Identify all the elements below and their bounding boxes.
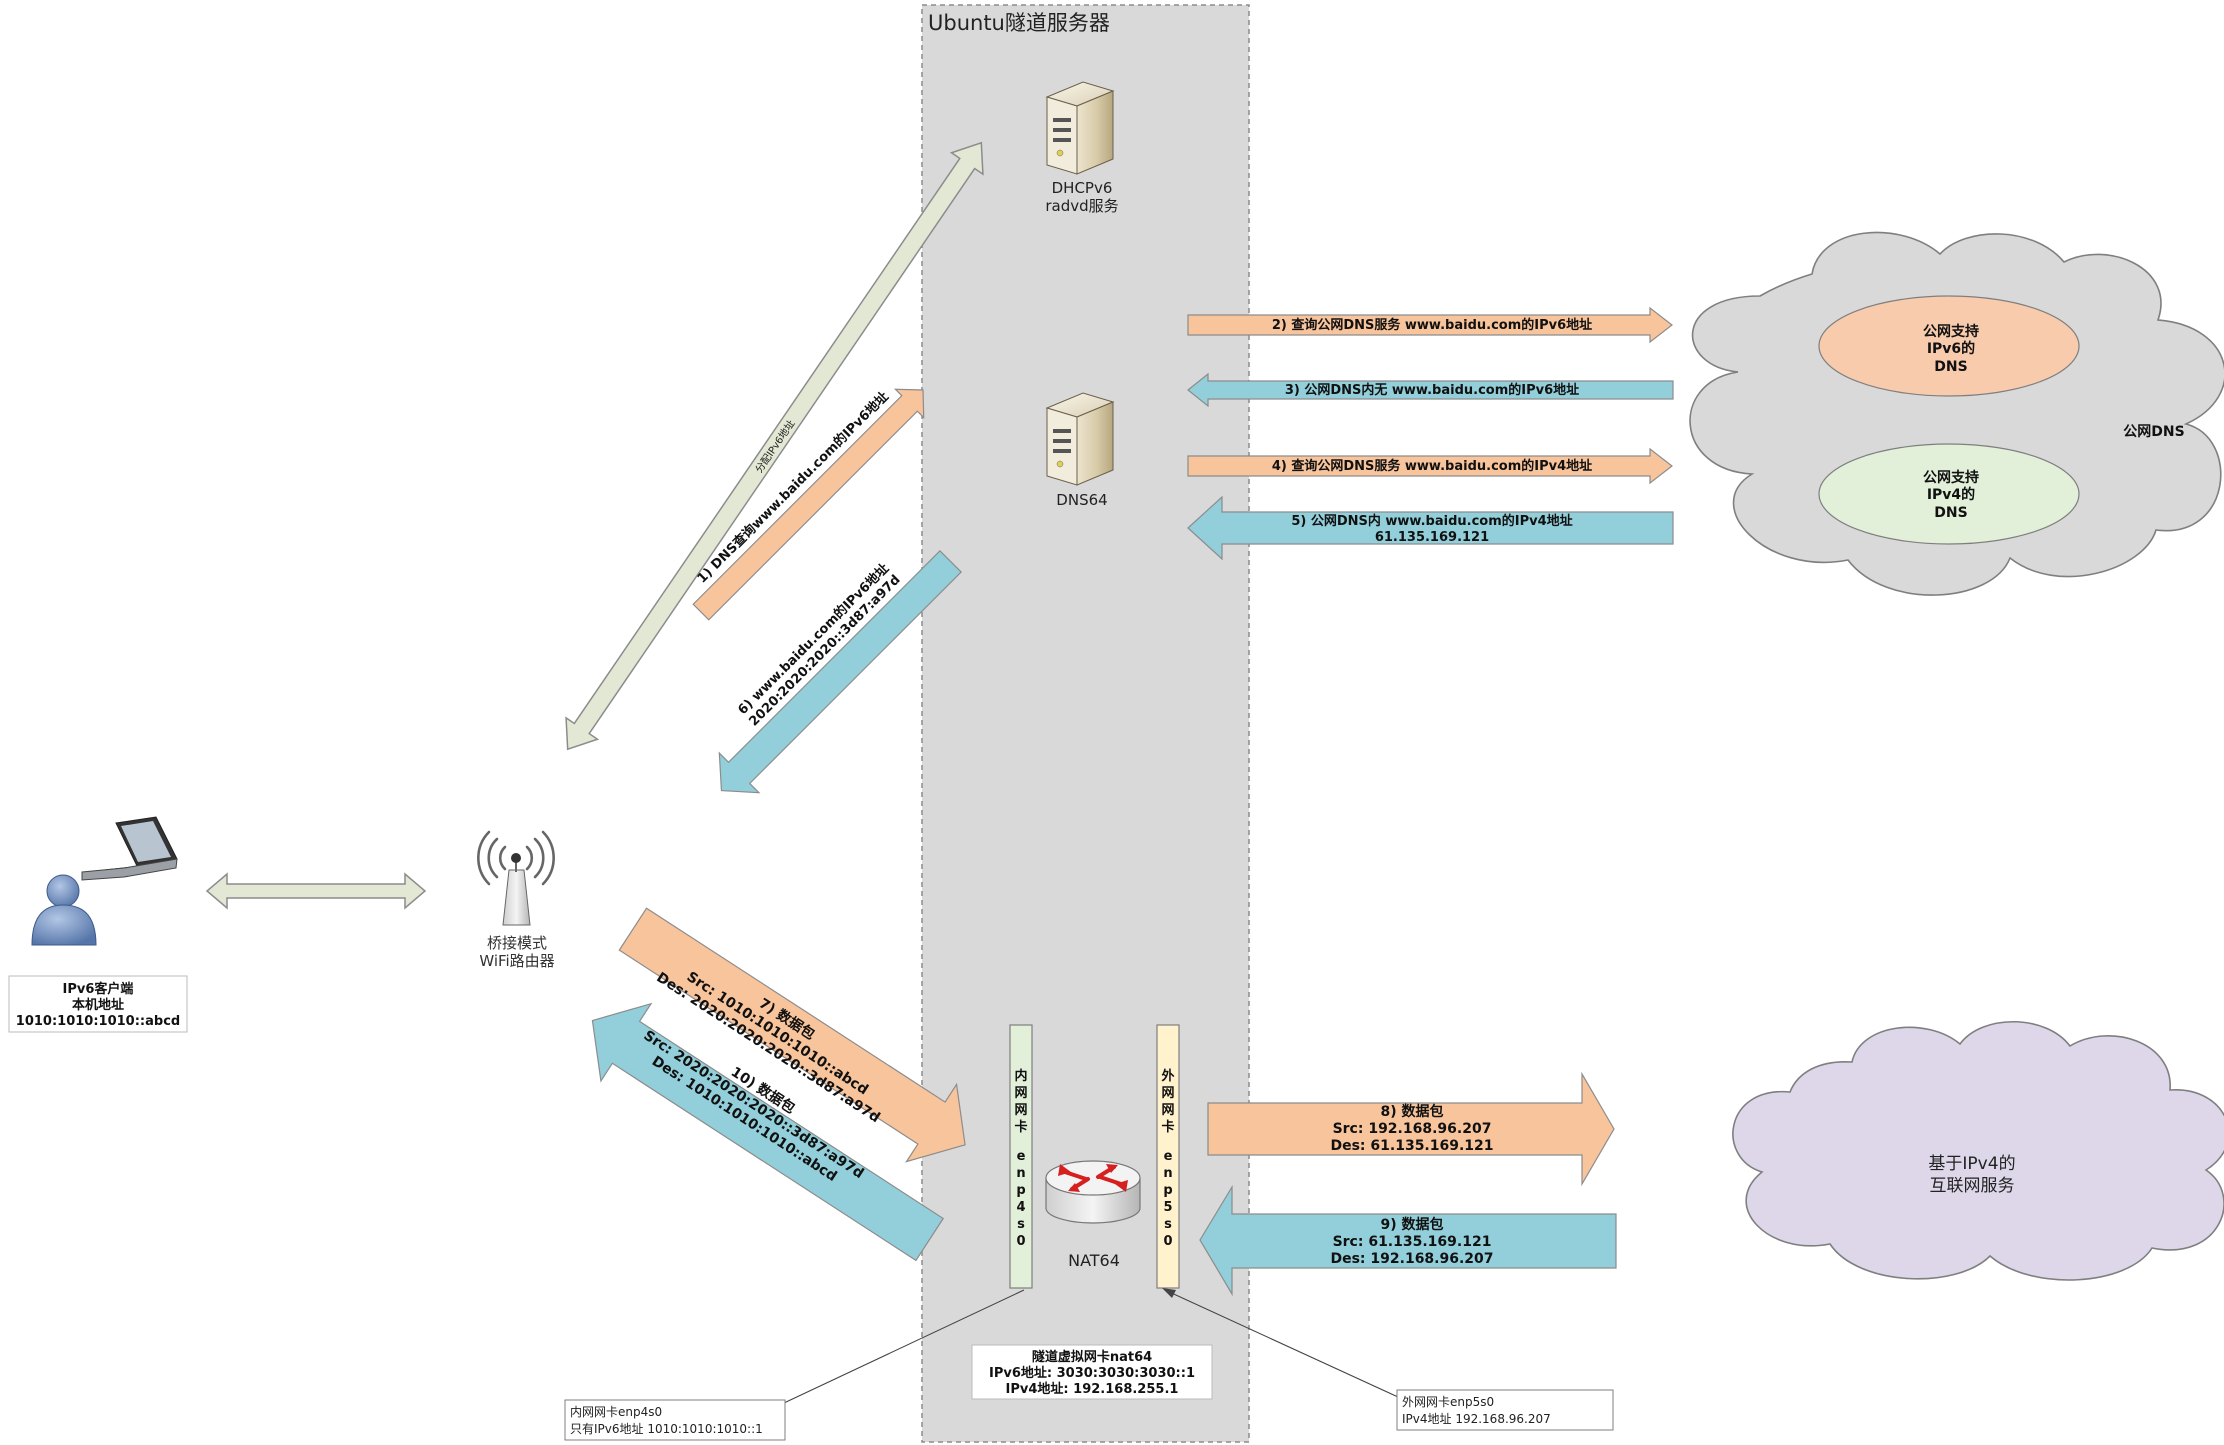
step8-label-2: Src: 192.168.96.207 <box>1333 1121 1492 1137</box>
inner-nic-char-3: 网 <box>1014 1103 1027 1118</box>
outer-callout-arrowhead <box>1162 1288 1176 1298</box>
inner-nic-char-8: 4 <box>1016 1200 1025 1215</box>
server-title: Ubuntu隧道服务器 <box>928 11 1110 35</box>
inner-nic-char-5: e <box>1017 1149 1026 1164</box>
step8-arrow: 8) 数据包 Src: 192.168.96.207 Des: 61.135.1… <box>1207 1071 1615 1187</box>
step5-arrow: 5) 公网DNS内 www.baidu.com的IPv4地址 61.135.16… <box>1187 495 1674 561</box>
inner-nic-bar <box>1009 1024 1033 1289</box>
router-label-1: 桥接模式 <box>487 934 547 952</box>
person-icon <box>31 874 97 946</box>
outer-nic-char-7: p <box>1163 1183 1172 1198</box>
ipv4-dns-line2: IPv4的 <box>1927 486 1975 503</box>
server-region <box>921 4 1250 1443</box>
client-info-box <box>8 975 188 1033</box>
outer-nic-char-5: e <box>1164 1149 1173 1164</box>
ipv4-dns-cloud <box>1818 443 2080 545</box>
outer-nic-bar <box>1156 1024 1180 1289</box>
dhcp-label-2: radvd服务 <box>1045 197 1118 215</box>
step3-label: 3) 公网DNS内无 www.baidu.com的IPv6地址 <box>1285 382 1579 398</box>
public-dns-cloud: 公网支持 IPv6的 DNS 公网支持 IPv4的 DNS 公网DNS <box>1689 231 2224 596</box>
inner-callout-line1: 内网网卡enp4s0 <box>570 1405 662 1419</box>
ipv4-dns-line3: DNS <box>1934 505 1967 521</box>
inner-callout-line2: 只有IPv6地址 1010:1010:1010::1 <box>570 1422 763 1436</box>
step8-label-1: 8) 数据包 <box>1380 1103 1443 1120</box>
step5-label-1: 5) 公网DNS内 www.baidu.com的IPv4地址 <box>1291 513 1572 529</box>
outer-nic-char-2: 网 <box>1161 1086 1174 1101</box>
internet-line2: 互联网服务 <box>1930 1176 2015 1196</box>
inner-nic-char-10: 0 <box>1016 1234 1025 1249</box>
outer-nic-char-1: 外 <box>1160 1068 1174 1084</box>
inner-nic-char-2: 网 <box>1014 1086 1027 1101</box>
client-line1: IPv6客户端 <box>63 981 134 997</box>
internet-line1: 基于IPv4的 <box>1928 1154 2015 1174</box>
tunnel-ipv6: IPv6地址: 3030:3030:3030::1 <box>989 1365 1195 1381</box>
step4-arrow: 4) 查询公网DNS服务 www.baidu.com的IPv4地址 <box>1187 447 1673 485</box>
inner-nic-char-7: p <box>1016 1183 1025 1198</box>
nat64-router-icon <box>1045 1160 1141 1224</box>
wifi-router-icon <box>477 830 555 926</box>
outer-callout-line2: IPv4地址 192.168.96.207 <box>1402 1412 1551 1426</box>
tunnel-info-box <box>971 1344 1213 1400</box>
client-line2: 本机地址 <box>72 997 124 1013</box>
ipv6-dns-cloud <box>1818 295 2080 397</box>
outer-nic-char-8: 5 <box>1163 1200 1172 1215</box>
step2-arrow: 2) 查询公网DNS服务 www.baidu.com的IPv6地址 <box>1187 306 1673 344</box>
internet-cloud: 基于IPv4的 互联网服务 <box>1732 1020 2224 1281</box>
outer-nic-char-6: n <box>1163 1166 1172 1181</box>
outer-callout-box <box>1396 1389 1614 1431</box>
client-router-arrow <box>205 872 427 910</box>
step8-label-3: Des: 61.135.169.121 <box>1330 1138 1493 1154</box>
dhcp-label-1: DHCPv6 <box>1052 179 1113 197</box>
ipv6-dns-line1: 公网支持 <box>1923 323 1979 340</box>
ipv6-dns-line3: DNS <box>1934 359 1967 375</box>
inner-nic-char-1: 内 <box>1014 1068 1027 1084</box>
step3-arrow: 3) 公网DNS内无 www.baidu.com的IPv6地址 <box>1187 372 1674 408</box>
outer-nic-char-10: 0 <box>1163 1234 1172 1249</box>
step5-label-2: 61.135.169.121 <box>1375 530 1489 545</box>
step9-arrow: 9) 数据包 Src: 61.135.169.121 Des: 192.168.… <box>1199 1184 1617 1297</box>
public-dns-label: 公网DNS <box>2123 424 2184 440</box>
step4-label: 4) 查询公网DNS服务 www.baidu.com的IPv4地址 <box>1272 458 1592 474</box>
inner-nic-char-4: 卡 <box>1014 1119 1027 1135</box>
ipv6-dns-line2: IPv6的 <box>1927 340 1975 357</box>
step9-label-1: 9) 数据包 <box>1380 1216 1443 1233</box>
step9-label-3: Des: 192.168.96.207 <box>1330 1251 1493 1267</box>
router-label-2: WiFi路由器 <box>479 952 554 970</box>
dhcp-arrow-label: 分配IPv6地址 <box>752 417 797 475</box>
outer-callout-line <box>1164 1289 1399 1398</box>
inner-nic-char-6: n <box>1016 1166 1025 1181</box>
inner-callout-box <box>564 1399 786 1441</box>
inner-callout-line <box>783 1289 1025 1404</box>
ipv4-dns-line1: 公网支持 <box>1923 469 1979 486</box>
laptop-icon <box>81 816 178 881</box>
dns64-label: DNS64 <box>1056 491 1107 509</box>
step2-label: 2) 查询公网DNS服务 www.baidu.com的IPv6地址 <box>1272 317 1592 333</box>
step9-label-2: Src: 61.135.169.121 <box>1333 1234 1492 1250</box>
outer-nic-char-9: s <box>1164 1217 1172 1232</box>
outer-callout-line1: 外网网卡enp5s0 <box>1402 1395 1494 1409</box>
tunnel-title: 隧道虚拟网卡nat64 <box>1032 1349 1152 1365</box>
tunnel-ipv4: IPv4地址: 192.168.255.1 <box>1006 1381 1179 1397</box>
nat64-label: NAT64 <box>1068 1251 1120 1270</box>
outer-nic-char-3: 网 <box>1161 1103 1174 1118</box>
dns64-server-icon <box>1045 392 1115 486</box>
outer-nic-char-4: 卡 <box>1161 1119 1174 1135</box>
inner-nic-char-9: s <box>1017 1217 1025 1232</box>
dhcp-server-icon <box>1045 81 1115 175</box>
client-line3: 1010:1010:1010::abcd <box>16 1014 180 1029</box>
